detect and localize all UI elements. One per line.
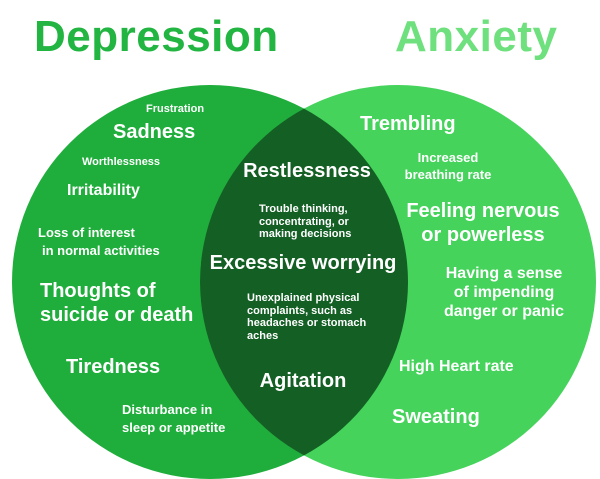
label-sweating: Sweating	[392, 406, 480, 428]
label-increased-breathing: Increased breathing rate	[405, 150, 492, 184]
label-line: of impending	[453, 284, 555, 302]
label-trembling: Trembling	[360, 113, 456, 135]
label-thoughts-of-suicide: Thoughts of suicide or death	[40, 279, 193, 327]
overlap-region	[200, 85, 408, 479]
label-loss-of-interest: Loss of interest in normal activities	[38, 224, 160, 260]
label-line: or powerless	[421, 224, 545, 246]
label-line: making decisions	[259, 228, 352, 241]
label-restlessness: Restlessness	[243, 160, 371, 182]
label-line: Trouble thinking,	[259, 203, 348, 215]
label-line: breathing rate	[404, 166, 492, 182]
label-sadness: Sadness	[113, 121, 196, 143]
label-line: Thoughts of	[40, 280, 156, 302]
label-line: Disturbance in	[122, 402, 213, 417]
label-excessive-worrying: Excessive worrying	[209, 252, 397, 274]
depression-title: Depression	[34, 12, 279, 61]
label-line: headaches or stomach	[247, 317, 367, 330]
label-line: Increased	[417, 150, 479, 165]
label-disturbance: Disturbance in sleep or appetite	[122, 401, 225, 436]
label-tiredness: Tiredness	[66, 356, 161, 378]
label-impending-danger: Having a sense of impending danger or pa…	[444, 264, 564, 322]
label-line: aches	[247, 329, 279, 342]
label-worthlessness: Worthlessness	[82, 156, 161, 168]
label-unexplained-physical: Unexplained physical complaints, such as…	[247, 292, 366, 343]
label-line: danger or panic	[443, 303, 565, 321]
label-agitation: Agitation	[259, 370, 347, 392]
label-line: Feeling nervous	[406, 200, 560, 222]
label-line: Loss of interest	[38, 225, 135, 240]
label-line: suicide or death	[40, 304, 194, 326]
label-trouble-thinking: Trouble thinking, concentrating, or maki…	[259, 203, 351, 241]
label-frustration: Frustration	[146, 103, 205, 115]
label-high-heart-rate: High Heart rate	[399, 358, 514, 375]
label-line: Having a sense	[445, 265, 563, 282]
anxiety-title: Anxiety	[395, 12, 558, 61]
label-line: sleep or appetite	[122, 419, 226, 435]
label-line: Unexplained physical	[247, 292, 360, 304]
label-line: concentrating, or	[259, 215, 349, 228]
label-line: complaints, such as	[247, 304, 353, 317]
label-feeling-nervous: Feeling nervous or powerless	[406, 199, 559, 247]
label-line: in normal activities	[42, 243, 160, 259]
label-irritability: Irritability	[67, 182, 140, 199]
